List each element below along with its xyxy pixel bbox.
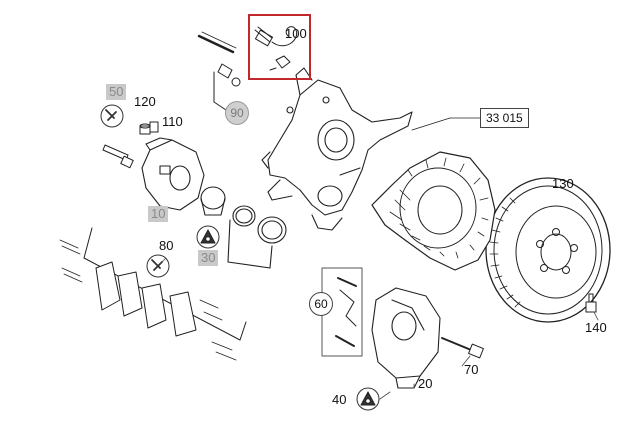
brake-pads <box>59 227 247 361</box>
caliper-housing <box>371 287 441 389</box>
bolt-70 <box>441 337 484 359</box>
wear-sensor <box>254 26 298 71</box>
part-label-20[interactable]: 20 <box>418 376 433 391</box>
part-label-130[interactable]: 130 <box>552 176 574 191</box>
part-label-40[interactable]: 40 <box>332 392 347 407</box>
bolt-140 <box>585 293 597 313</box>
wear-sensor-part <box>197 31 241 111</box>
part-label-50[interactable]: 50 <box>106 84 127 100</box>
part-label-10[interactable]: 10 <box>148 206 169 222</box>
part-label-30[interactable]: 30 <box>198 250 219 266</box>
brake-disc <box>485 177 611 323</box>
part-label-90[interactable]: 90 <box>225 101 249 125</box>
bolts-set <box>102 121 159 169</box>
part-label-140[interactable]: 140 <box>585 320 607 335</box>
leader-lines <box>159 257 599 400</box>
part-label-60[interactable]: 60 <box>309 292 333 316</box>
part-label-110[interactable]: 110 <box>162 114 183 129</box>
part-label-70[interactable]: 70 <box>464 362 479 377</box>
part-label-80[interactable]: 80 <box>159 238 174 253</box>
part-label-100[interactable]: 100 <box>285 26 307 41</box>
piston-seals <box>200 186 287 269</box>
part-label-33015[interactable]: 33 015 <box>480 108 529 128</box>
highlight-box <box>248 14 311 80</box>
splash-shield <box>371 117 496 271</box>
triangle-grease-icon <box>196 225 380 411</box>
caliper-carrier <box>141 137 205 211</box>
part-label-120[interactable]: 120 <box>134 94 156 109</box>
steering-knuckle <box>261 67 413 231</box>
